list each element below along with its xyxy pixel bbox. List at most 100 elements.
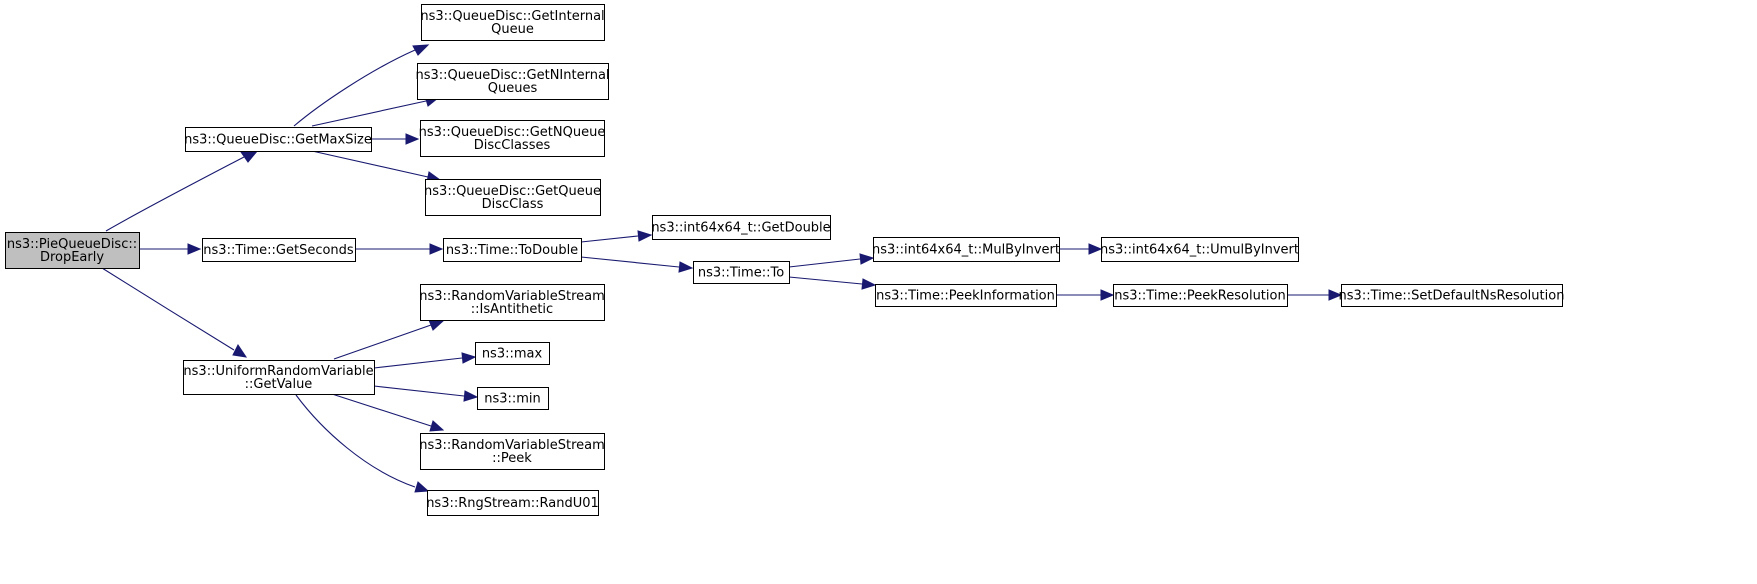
node-box	[202, 238, 356, 262]
edge-n_getmaxsize-to-n_getnqueuedisc	[372, 133, 420, 145]
node-label: ns3::UniformRandomVariable	[183, 364, 373, 379]
edge-n_drop-to-n_getseconds	[140, 243, 202, 255]
node-box	[417, 63, 609, 100]
node-label: ::Peek	[492, 451, 532, 466]
edge-arrowhead	[429, 243, 444, 255]
node-peekres[interactable]: ns3::Time::PeekResolution	[1113, 284, 1288, 307]
node-label: ns3::Time::PeekResolution	[1114, 289, 1285, 304]
edge-arrowhead	[232, 344, 248, 358]
node-label: ns3::Time::ToDouble	[446, 243, 578, 258]
edge-line	[311, 150, 429, 178]
edge-arrowhead	[428, 319, 445, 331]
edge-arrowhead	[678, 261, 694, 273]
edge-line	[333, 324, 432, 360]
edge-n_peekres-to-n_setdefaultns	[1287, 289, 1343, 301]
node-label: ns3::QueueDisc::GetNInternal	[415, 68, 609, 83]
node-peekinfo[interactable]: ns3::Time::PeekInformation	[875, 284, 1057, 307]
nodes-layer: ns3::PieQueueDisc::DropEarly ns3::QueueDi…	[5, 4, 1565, 516]
edge-n_urv_getvalue-to-n_isantithetic	[333, 319, 445, 360]
node-label: ns3::QueueDisc::GetQueue	[424, 184, 601, 199]
edge-n_to-to-n_mulbyinvert	[788, 253, 875, 268]
node-getdouble[interactable]: ns3::int64x64_t::GetDouble	[651, 215, 831, 240]
edge-arrowhead	[405, 133, 420, 145]
edge-n_todouble-to-n_getdouble	[580, 230, 653, 243]
node-label: ns3::Time::PeekInformation	[876, 289, 1055, 304]
edge-n_urv_getvalue-to-n_randu01	[295, 394, 430, 493]
edge-n_peekinfo-to-n_peekres	[1056, 289, 1115, 301]
edge-n_drop-to-n_getmaxsize	[105, 149, 260, 232]
edge-arrowhead	[461, 352, 477, 364]
edge-arrowhead	[637, 230, 653, 242]
node-label: ns3::int64x64_t::UmulByInvert	[1100, 243, 1299, 258]
node-box	[5, 232, 140, 269]
edge-arrowhead	[1100, 289, 1115, 301]
node-box	[1101, 237, 1299, 262]
node-mulbyinvert[interactable]: ns3::int64x64_t::MulByInvert	[872, 237, 1060, 262]
node-box	[183, 360, 375, 395]
node-box	[873, 237, 1060, 262]
node-box	[693, 261, 790, 284]
edge-arrowhead	[1088, 243, 1103, 255]
edge-arrowhead	[187, 243, 202, 255]
node-getseconds[interactable]: ns3::Time::GetSeconds	[202, 238, 356, 262]
node-todouble[interactable]: ns3::Time::ToDouble	[443, 238, 582, 262]
edge-n_urv_getvalue-to-n_peek	[331, 393, 445, 432]
node-min[interactable]: ns3::min	[477, 387, 549, 410]
edge-line	[580, 256, 680, 268]
node-box	[1113, 284, 1288, 307]
edge-n_getmaxsize-to-n_getinternalqueue	[293, 44, 430, 127]
edge-n_todouble-to-n_to	[580, 256, 694, 273]
edge-line	[373, 357, 463, 369]
node-getmaxsize[interactable]: ns3::QueueDisc::GetMaxSize	[184, 127, 372, 152]
node-box	[443, 238, 582, 262]
node-box	[652, 215, 831, 240]
node-peek[interactable]: ns3::RandomVariableStream::Peek	[419, 433, 605, 470]
node-label: ns3::Time::GetSeconds	[203, 243, 354, 258]
node-label: ns3::RandomVariableStream	[419, 289, 605, 304]
node-label: DiscClasses	[474, 138, 551, 153]
edge-arrowhead	[414, 481, 430, 493]
edge-line	[788, 258, 861, 268]
node-label: ns3::int64x64_t::MulByInvert	[872, 243, 1060, 258]
node-box	[420, 433, 605, 470]
edge-n_mulbyinvert-to-n_umulbyinvert	[1059, 243, 1103, 255]
edge-arrowhead	[412, 44, 430, 56]
edge-arrowhead	[1328, 289, 1343, 301]
node-box	[427, 490, 599, 516]
node-label: ns3::min	[484, 392, 541, 407]
node-box	[425, 179, 601, 216]
edge-n_drop-to-n_urv_getvalue	[101, 267, 248, 358]
node-urv_getvalue[interactable]: ns3::UniformRandomVariable::GetValue	[183, 360, 375, 395]
edge-n_getseconds-to-n_todouble	[356, 243, 444, 255]
node-max[interactable]: ns3::max	[475, 342, 550, 365]
node-box	[420, 284, 605, 321]
node-umulbyinvert[interactable]: ns3::int64x64_t::UmulByInvert	[1100, 237, 1299, 262]
node-drop: ns3::PieQueueDisc::DropEarly	[5, 232, 140, 269]
node-isantithetic[interactable]: ns3::RandomVariableStream::IsAntithetic	[419, 284, 605, 321]
edge-n_to-to-n_peekinfo	[788, 276, 877, 290]
edge-line	[105, 156, 245, 232]
edge-line	[373, 385, 465, 397]
edge-arrowhead	[429, 420, 445, 432]
node-label: ns3::QueueDisc::GetNQueue	[419, 125, 606, 140]
node-box	[185, 127, 372, 152]
node-label: ns3::PieQueueDisc::	[7, 237, 137, 252]
edge-n_getmaxsize-to-n_getninternalqueues	[311, 95, 440, 127]
node-to[interactable]: ns3::Time::To	[693, 261, 790, 284]
node-label: ns3::RandomVariableStream	[419, 438, 605, 453]
edge-arrowhead	[463, 390, 479, 402]
node-randu01[interactable]: ns3::RngStream::RandU01	[426, 490, 599, 516]
node-label: ns3::int64x64_t::GetDouble	[651, 221, 830, 236]
node-label: ::IsAntithetic	[471, 302, 553, 317]
edge-arrowhead	[859, 253, 875, 265]
edge-arrowhead	[861, 278, 877, 290]
node-setdefaultns[interactable]: ns3::Time::SetDefaultNsResolution	[1339, 284, 1565, 307]
edge-line	[788, 276, 863, 285]
node-box	[475, 342, 550, 365]
edge-line	[331, 393, 432, 427]
